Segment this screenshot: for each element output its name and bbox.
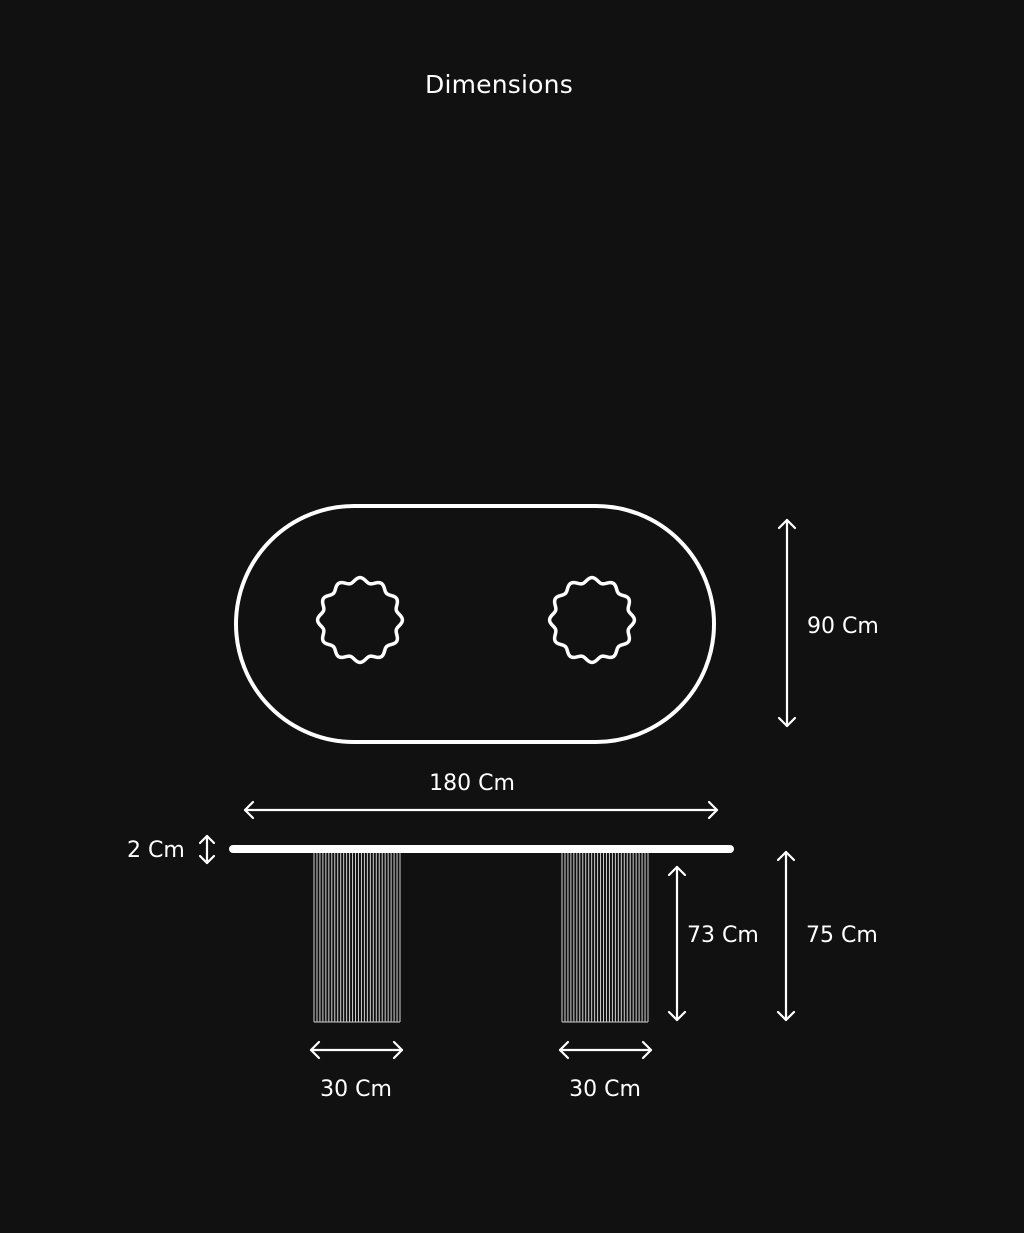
total-height-label: 75 Cm [806,923,878,948]
length-label: 180 Cm [429,771,515,796]
right-leg-width-arrow-head-right [641,1040,653,1060]
tabletop-outline [234,504,716,744]
total-height-arrow-head-bottom [776,1010,796,1022]
page-title: Dimensions [425,70,573,99]
right-leg-width-dimension [558,1040,653,1060]
depth-arrow-head-top [777,518,797,530]
leg-height-arrow-head-top [667,865,687,877]
depth-label: 90 Cm [807,614,879,639]
total-height-arrow-head-top [776,850,796,862]
right-leg-width-arrow-head-left [558,1040,570,1060]
left-leg-width-arrow-head-left [309,1040,321,1060]
depth-arrow-head-bottom [777,716,797,728]
leg-height-arrow-head-bottom [667,1010,687,1022]
right-leg-top-outline [547,575,637,665]
total-height-dimension [776,850,796,1022]
length-arrow-head-left [243,800,255,820]
top-thickness-label: 2 Cm [127,838,185,863]
table-top-view [234,504,716,744]
right-fluted-leg [561,853,649,1023]
top-thickness-arrow-head-bottom [198,854,216,865]
left-leg-width-label: 30 Cm [320,1077,392,1102]
top-thickness-dimension [198,834,216,865]
leg-height-dimension [667,865,687,1022]
left-leg-top-outline [315,575,405,665]
left-leg-width-arrow-head-right [392,1040,404,1060]
top-thickness-arrow-head-top [198,834,216,845]
leg-height-label: 73 Cm [687,923,759,948]
length-arrow-head-right [707,800,719,820]
left-fluted-leg [313,853,401,1023]
depth-dimension [777,518,797,728]
left-leg-width-dimension [309,1040,404,1060]
length-dimension [243,800,719,820]
right-leg-width-label: 30 Cm [569,1077,641,1102]
table-side-view [229,845,734,1023]
